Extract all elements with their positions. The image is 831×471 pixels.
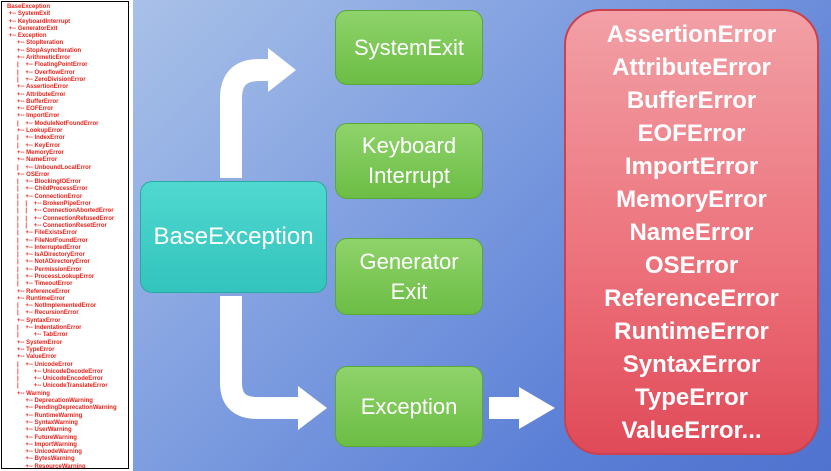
generator-exit-label: Generator Exit [359, 248, 459, 304]
error-item: ValueError... [621, 416, 762, 444]
error-item: MemoryError [616, 185, 767, 213]
arrowhead-to-errors [519, 387, 555, 429]
error-item: NameError [629, 218, 754, 246]
base-exception-node: BaseException [140, 181, 327, 293]
arrowhead-to-exception [298, 386, 327, 430]
error-item: AssertionError [606, 20, 777, 48]
error-item: SyntaxError [622, 350, 761, 378]
error-item: TypeError [635, 383, 748, 411]
exception-hierarchy-listing: BaseException +-- SystemExit +-- Keyboar… [1, 1, 129, 469]
error-list-box: AssertionError AttributeError BufferErro… [564, 9, 819, 455]
error-item: OSError [644, 251, 739, 279]
arrowhead-to-systemexit [268, 48, 296, 92]
keyboard-interrupt-label: Keyboard Interrupt [361, 133, 457, 188]
exception-node: Exception [335, 366, 483, 447]
arrow-to-errors-shaft [489, 397, 521, 419]
system-exit-label: SystemExit [353, 34, 465, 60]
error-item: ImportError [624, 152, 759, 180]
error-item: AttributeError [612, 53, 771, 81]
keyboard-interrupt-node: Keyboard Interrupt [335, 123, 483, 199]
error-item: ReferenceError [604, 284, 779, 312]
hierarchy-text: BaseException +-- SystemExit +-- Keyboar… [7, 4, 117, 469]
exception-label: Exception [360, 393, 458, 419]
error-item: BufferError [626, 86, 757, 114]
error-item: RuntimeError [614, 317, 769, 345]
system-exit-node: SystemExit [335, 10, 483, 85]
arrow-to-exception [220, 296, 300, 419]
base-exception-label: BaseException [153, 223, 314, 250]
error-item: EOFError [637, 119, 746, 147]
arrow-to-systemexit [220, 59, 270, 178]
generator-exit-node: Generator Exit [335, 238, 483, 315]
